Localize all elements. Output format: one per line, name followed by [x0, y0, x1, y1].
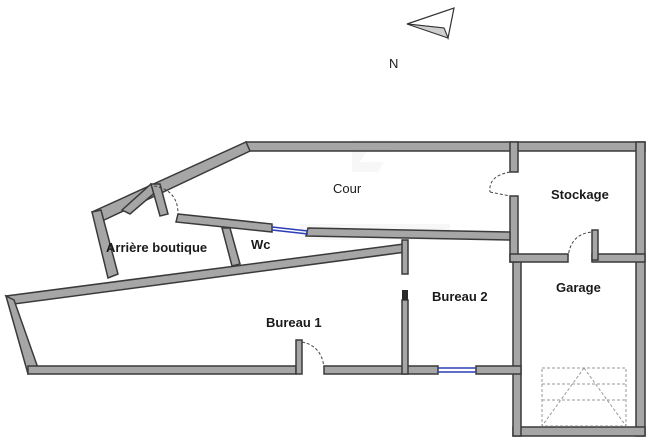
garage-door [541, 367, 627, 427]
wall-bureau2-left-lower [401, 299, 409, 375]
wall-stockage-left-upper [509, 141, 519, 173]
wall-bureau1-left [4, 294, 39, 376]
wall-stockage-bottom-right [591, 253, 646, 263]
wall-wc-left [221, 227, 241, 267]
north-arrow-icon [406, 7, 455, 41]
door-arriere-swing [153, 185, 179, 215]
wall-garage-left [512, 254, 522, 437]
room-label-cour: Cour [333, 181, 362, 196]
wall-bureau2-left-upper [401, 239, 409, 275]
wall-arriere-left [91, 209, 119, 280]
wall-top [245, 141, 646, 152]
wall-stockage-bottom-left [509, 253, 569, 263]
room-label-bureau-2: Bureau 2 [432, 289, 488, 304]
watermark-logo [300, 140, 450, 240]
north-label: N [389, 56, 398, 71]
wall-right [635, 141, 646, 437]
wall-door-jamb-bureau1 [295, 339, 303, 375]
room-label-bureau-1: Bureau 1 [266, 315, 322, 330]
door-stockage-swing [489, 171, 511, 193]
north-arrow: N [389, 7, 455, 71]
wall-garage-bottom [512, 426, 646, 437]
room-label-garage: Garage [556, 280, 601, 295]
room-label-stockage: Stockage [551, 187, 609, 202]
door-garage-swing [567, 231, 593, 259]
wall-bureau1-bottom-end [475, 365, 522, 375]
room-label-wc: Wc [251, 237, 271, 252]
wall-cour-diagonal [90, 141, 251, 223]
wall-bureau1-bottom-left [27, 365, 297, 375]
door-bureau1-swing [301, 341, 325, 369]
wall-cour-bottom [175, 213, 273, 233]
room-label-arriere-boutique: Arrière boutique [106, 240, 207, 255]
wall-bureau1-bottom-right [323, 365, 439, 375]
window-cour [271, 226, 309, 232]
wall-arriere-stub [150, 183, 169, 217]
wall-door-jamb [591, 229, 599, 261]
wall-stockage-left-lower [509, 195, 519, 263]
